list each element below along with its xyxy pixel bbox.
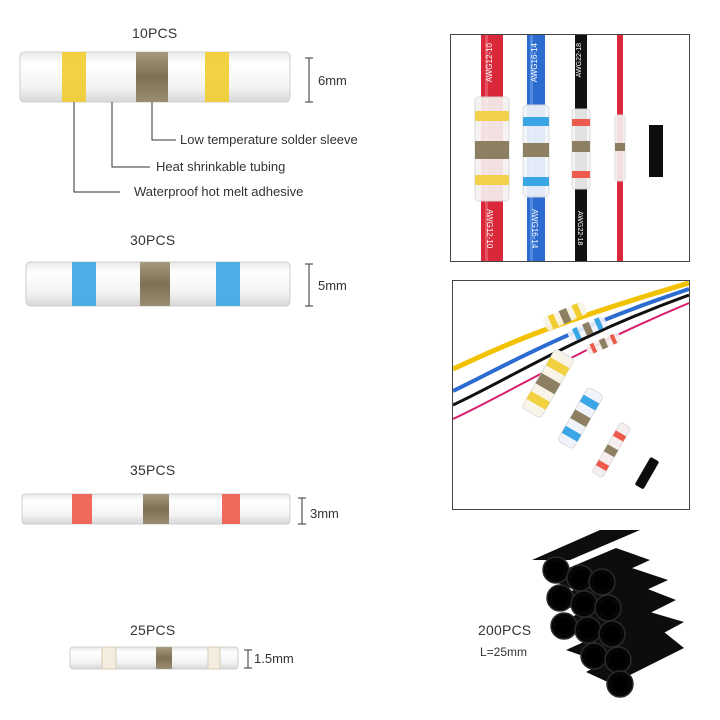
qty-label: 35PCS	[130, 462, 176, 478]
diameter-label: 3mm	[310, 506, 339, 521]
annotation-adhesive: Waterproof hot melt adhesive	[134, 184, 304, 199]
wire-label-awg12-10-bottom: AWG12-10	[485, 209, 494, 249]
wire-label-awg16-14-bottom: AWG16-14	[530, 209, 539, 249]
tubes-length-label: L=25mm	[480, 645, 528, 659]
assorted-connectors-photo	[452, 280, 690, 510]
annotation-solder-sleeve: Low temperature solder sleeve	[180, 132, 358, 147]
qty-label: 30PCS	[130, 232, 176, 248]
vertical-wires-graphic	[474, 35, 663, 261]
qty-label: 10PCS	[132, 25, 178, 41]
tubes-qty-label: 200PCS	[478, 622, 532, 638]
diameter-label: 5mm	[318, 278, 347, 293]
diameter-label: 1.5mm	[254, 651, 294, 666]
wire-connector-photo: AWG12-10 AWG12-10 AWG16-14 AWG16-14 AWG2…	[450, 34, 690, 262]
diagonal-wires-graphic	[453, 281, 689, 489]
qty-label: 25PCS	[130, 622, 176, 638]
annotation-heat-shrink: Heat shrinkable tubing	[156, 159, 286, 174]
wire-label-awg22-18-bottom: AWG22-18	[576, 211, 583, 246]
diameter-label: 6mm	[318, 73, 347, 88]
